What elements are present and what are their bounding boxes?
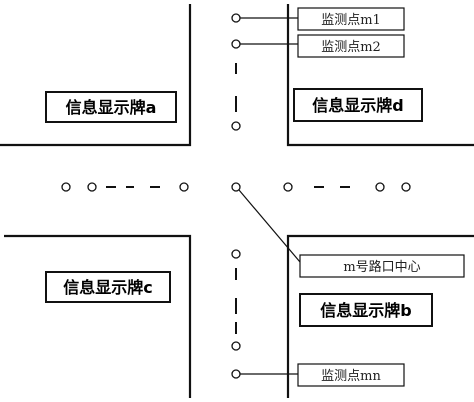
road-edge-top-left [0,4,192,147]
label-mn-text: 监测点mn [321,369,381,384]
monitor-point [231,341,241,351]
road-edge-top-right [286,4,474,147]
display-panel-d: 信息显示牌d [293,88,423,122]
label-m1: 监测点m1 [297,7,405,31]
display-panel-d-text: 信息显示牌d [312,96,403,115]
monitor-point [231,121,241,131]
label-mn: 监测点mn [297,363,405,387]
display-panel-b-text: 信息显示牌b [320,301,411,320]
monitor-point [231,249,241,259]
display-panel-b: 信息显示牌b [299,293,433,327]
label-m2: 监测点m2 [297,34,405,58]
label-intersection-center: m号路口中心 [299,254,465,278]
label-m2-text: 监测点m2 [321,40,381,55]
monitor-point-m1 [231,13,241,23]
monitor-point-m2 [231,39,241,49]
leader-line-center [238,189,301,263]
label-m1-text: 监测点m1 [321,13,381,28]
monitor-point [87,182,97,192]
monitor-point [375,182,385,192]
display-panel-a-text: 信息显示牌a [66,98,157,117]
road-edge-bottom-left [4,234,192,398]
monitor-point [283,182,293,192]
monitor-point [61,182,71,192]
monitor-point [179,182,189,192]
display-panel-c-text: 信息显示牌c [63,278,153,297]
display-panel-a: 信息显示牌a [45,91,177,123]
monitor-point-mn [231,369,241,379]
intersection-center-point [231,182,241,192]
monitor-point [401,182,411,192]
label-center-text: m号路口中心 [343,259,420,275]
road-edge-bottom-right [286,234,474,398]
display-panel-c: 信息显示牌c [45,271,171,303]
